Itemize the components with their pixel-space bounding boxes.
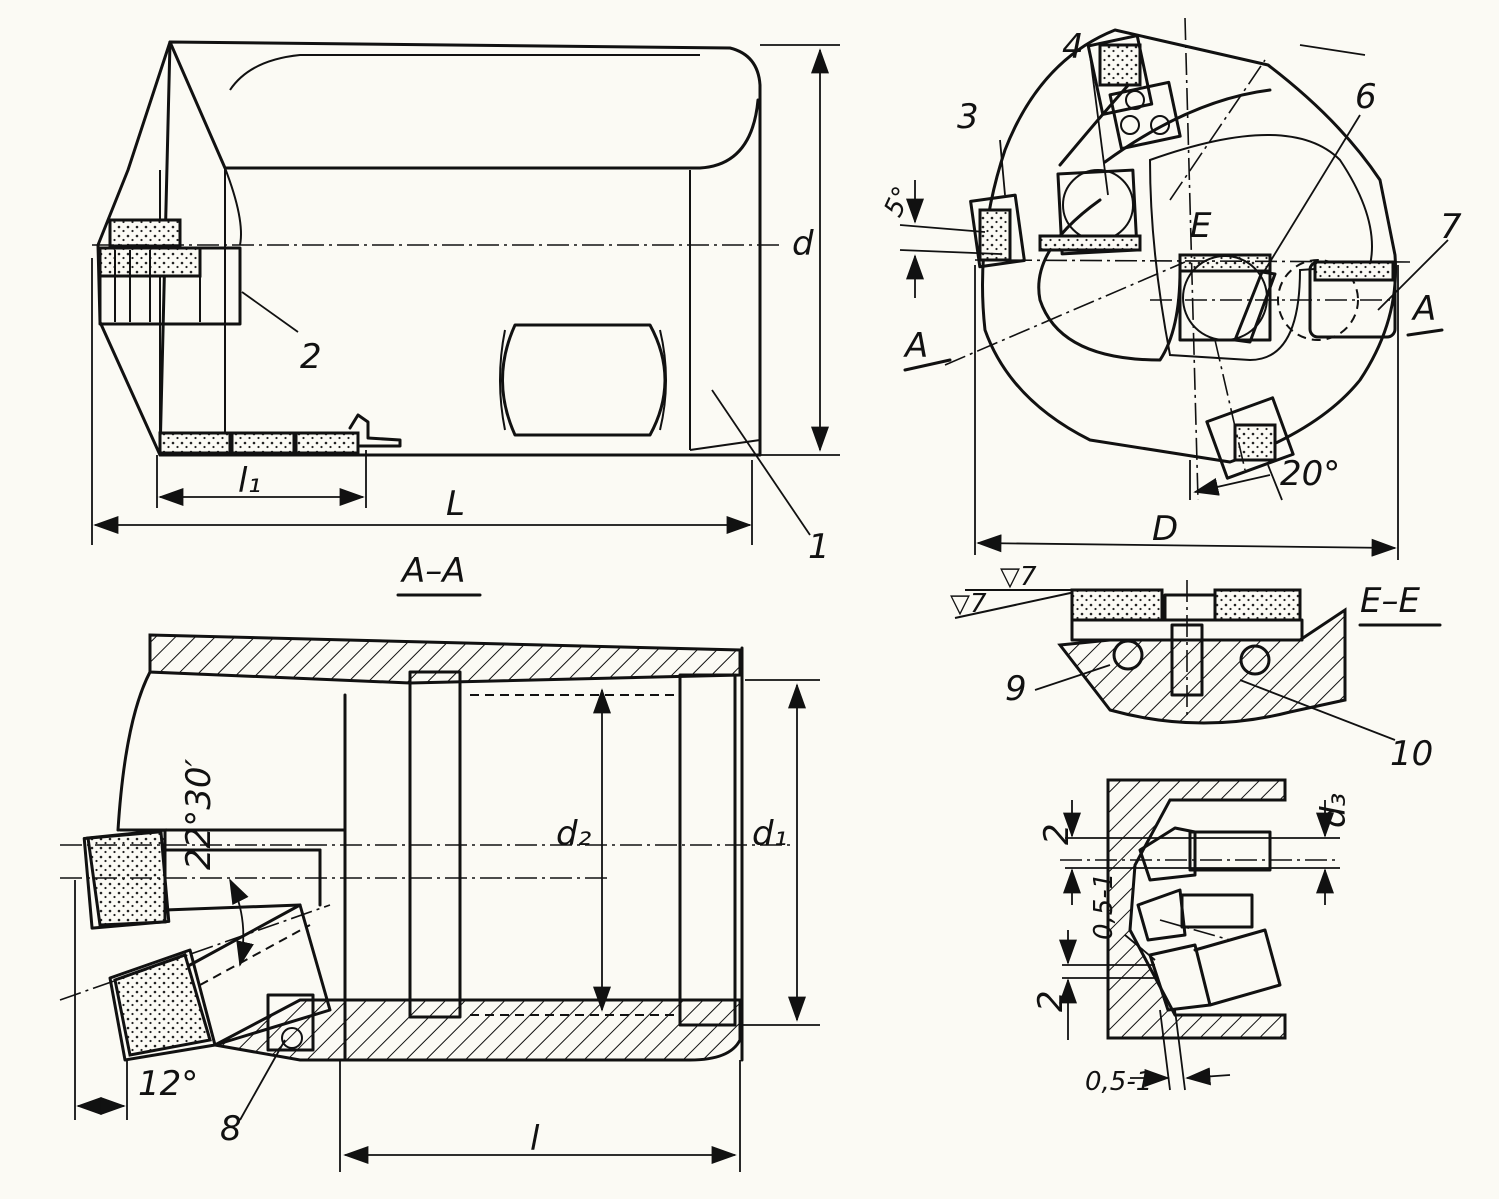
tolerance-vertical: 0,5-1 [1089, 873, 1119, 940]
angle-22-30: 22°30′ [179, 758, 219, 870]
gap-bottom-2: 2 [1031, 990, 1071, 1012]
side-view [91, 40, 840, 545]
part-7-label: 7 [1440, 207, 1462, 247]
dim-l: l [530, 1119, 540, 1159]
section-aa-view [59, 633, 820, 1172]
dim-d: d [792, 224, 814, 264]
point-e-label: E [1190, 206, 1212, 246]
part-1-label: 1 [808, 527, 830, 567]
part-10-label: 10 [1390, 734, 1433, 774]
section-mark-a-left: A [903, 326, 928, 366]
tolerance-horizontal: 0,5-1 [1085, 1067, 1152, 1097]
dim-l1: l₁ [238, 461, 261, 501]
dim-d2: d₂ [556, 814, 592, 854]
part-3-label: 3 [957, 97, 979, 137]
end-view [899, 17, 1449, 560]
roughness-2: ▽7 [950, 589, 987, 619]
section-title-ee: E–E [1360, 581, 1420, 621]
detail-view [1059, 778, 1340, 1091]
dim-d3: d₃ [1314, 793, 1354, 828]
part-9-label: 9 [1005, 669, 1027, 709]
angle-5: 5° [879, 182, 919, 221]
angle-20: 20° [1280, 454, 1340, 494]
section-mark-a-right: A [1411, 289, 1436, 329]
part-4-label: 4 [1062, 27, 1084, 67]
angle-12: 12° [138, 1064, 198, 1104]
dim-L: L [446, 484, 465, 524]
dim-D: D [1152, 509, 1178, 549]
part-8-label: 8 [220, 1109, 242, 1149]
section-ee-view [954, 580, 1396, 741]
dim-d1: d₁ [752, 814, 787, 854]
section-title-aa: A–A [400, 551, 466, 591]
part-2-label: 2 [300, 337, 322, 377]
gap-top-2: 2 [1037, 823, 1077, 845]
part-6-label: 6 [1355, 77, 1377, 117]
roughness-1: ▽7 [1000, 562, 1037, 592]
